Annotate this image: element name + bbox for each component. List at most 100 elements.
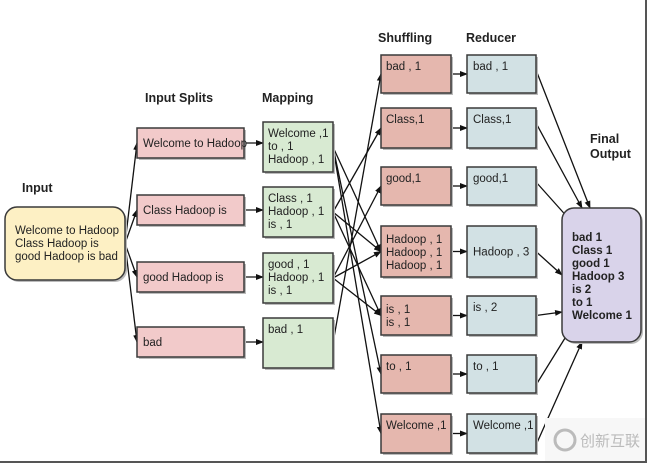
reducer-to-output-arrow — [535, 251, 563, 276]
header-reducer: Reducer — [466, 31, 516, 45]
reducer-box-shape — [466, 225, 537, 278]
reducer-to-output-arrow — [535, 309, 563, 317]
final-output-box-text: Welcome 1 — [572, 310, 632, 322]
mapping-box-text: Welcome ,1 — [268, 128, 329, 140]
mapping-box-text: bad , 1 — [268, 324, 303, 336]
final-output-box-text: good 1 — [572, 258, 610, 270]
watermark-logo: 创新互联 — [545, 418, 645, 461]
map-to-shuffle-arrow — [332, 73, 383, 344]
shuffle-box-text: Class,1 — [386, 114, 424, 126]
mapping-box-shape — [262, 252, 334, 304]
shuffle-box: good,1 — [380, 166, 453, 207]
shuffle-box-shape — [380, 413, 452, 454]
split-box-text: bad — [143, 337, 162, 349]
split-box: Class Hadoop is — [136, 194, 246, 227]
map-to-shuffle-arrow — [332, 146, 383, 375]
shuffle-box-shape — [380, 225, 452, 278]
reducer-box-shape — [466, 54, 537, 94]
shuffle-box-text: is , 1 — [386, 304, 410, 316]
mapping-box-shape — [262, 186, 334, 238]
final-output-box-text: bad 1 — [572, 232, 603, 244]
reducer-box-text: good,1 — [473, 173, 508, 185]
mapping-box-text: is , 1 — [268, 285, 292, 297]
final-output-box-text: to 1 — [572, 297, 593, 309]
split-box-text: Welcome to Hadoop — [143, 138, 247, 150]
header-mapping: Mapping — [262, 91, 313, 105]
input-box-shape — [4, 206, 126, 281]
reducer-box: is , 2 — [466, 295, 538, 337]
mapping-box: bad , 1 — [262, 317, 335, 370]
watermark-text: 创新互联 — [580, 433, 640, 450]
input-box-text: good Hadoop is bad — [15, 251, 118, 263]
header-input: Input — [22, 181, 53, 195]
mapping-box-text: Class , 1 — [268, 193, 313, 205]
reducer-box: good,1 — [466, 166, 538, 207]
shuffle-box: bad , 1 — [380, 54, 453, 95]
input-box-text: Welcome to Hadoop — [15, 225, 119, 237]
reducer-box-shape — [466, 107, 537, 149]
shuffle-box-text: to , 1 — [386, 361, 412, 373]
shuffle-box-text: Hadoop , 1 — [386, 247, 442, 259]
shuffle-box: Welcome ,1 — [380, 413, 453, 455]
final-output-box-shape — [561, 207, 642, 343]
split-box-shape — [136, 326, 245, 358]
reducer-box: Welcome ,1 — [466, 413, 538, 455]
mapping-box-text: Hadoop , 1 — [268, 206, 324, 218]
header-shuffling: Shuffling — [378, 31, 432, 45]
reducer-to-output-arrow — [535, 341, 583, 446]
reducer-box-text: Class,1 — [473, 114, 511, 126]
final-output-box-text: is 2 — [572, 284, 591, 296]
shuffle-box-text: Welcome ,1 — [386, 420, 447, 432]
shuffle-box-text: Hadoop , 1 — [386, 260, 442, 272]
map-to-shuffle-arrow — [332, 146, 382, 253]
header-input-splits: Input Splits — [145, 91, 213, 105]
mapping-box-text: Hadoop , 1 — [268, 272, 324, 284]
reducer-box: bad , 1 — [466, 54, 538, 95]
shuffle-box-text: is , 1 — [386, 317, 410, 329]
shuffle-box: to , 1 — [380, 354, 453, 395]
final-output-box-text: Hadoop 3 — [572, 271, 624, 283]
mapping-box-shape — [262, 317, 334, 369]
mapping-box-text: is , 1 — [268, 219, 292, 231]
map-to-shuffle-arrow — [332, 185, 382, 279]
map-to-shuffle-arrow — [332, 211, 382, 317]
reducer-box: Class,1 — [466, 107, 538, 150]
reducer-box-text: bad , 1 — [473, 61, 508, 73]
split-box-shape — [136, 127, 245, 159]
reducer-to-output-arrow — [535, 122, 583, 209]
final-output-box-text: Class 1 — [572, 245, 613, 257]
map-to-shuffle-arrow — [332, 277, 382, 317]
split-box: Welcome to Hadoop — [136, 127, 247, 160]
header-output: Output — [590, 147, 632, 161]
shuffle-box-shape — [380, 354, 452, 394]
input-box-text: Class Hadoop is — [15, 238, 99, 250]
reducer-box-shape — [466, 354, 537, 394]
shuffle-box-text: good,1 — [386, 173, 421, 185]
split-box-text: good Hadoop is — [143, 272, 224, 284]
split-box-text: Class Hadoop is — [143, 205, 227, 217]
reducer-box-shape — [466, 166, 537, 206]
reducer-box-shape — [466, 413, 537, 454]
reducer-box-text: is , 2 — [473, 302, 497, 314]
map-to-shuffle-arrow — [332, 250, 382, 279]
split-box: good Hadoop is — [136, 261, 246, 294]
shuffle-box-shape — [380, 295, 452, 336]
split-box-shape — [136, 194, 245, 226]
reducer-box-shape — [466, 295, 537, 336]
reducer-box-text: Hadoop , 3 — [473, 247, 529, 259]
map-to-shuffle-arrow — [332, 127, 382, 213]
mapping-box-text: good , 1 — [268, 259, 310, 271]
split-box: bad — [136, 326, 246, 359]
reducer-to-output-arrow — [535, 329, 571, 386]
shuffle-box-shape — [380, 166, 452, 206]
mapping-box-text: to , 1 — [268, 141, 294, 153]
map-to-shuffle-arrow — [332, 146, 383, 435]
mapping-box-text: Hadoop , 1 — [268, 154, 324, 166]
shuffle-box-text: bad , 1 — [386, 61, 421, 73]
reducer-to-output-arrow — [535, 69, 591, 209]
shuffle-box-text: Hadoop , 1 — [386, 234, 442, 246]
